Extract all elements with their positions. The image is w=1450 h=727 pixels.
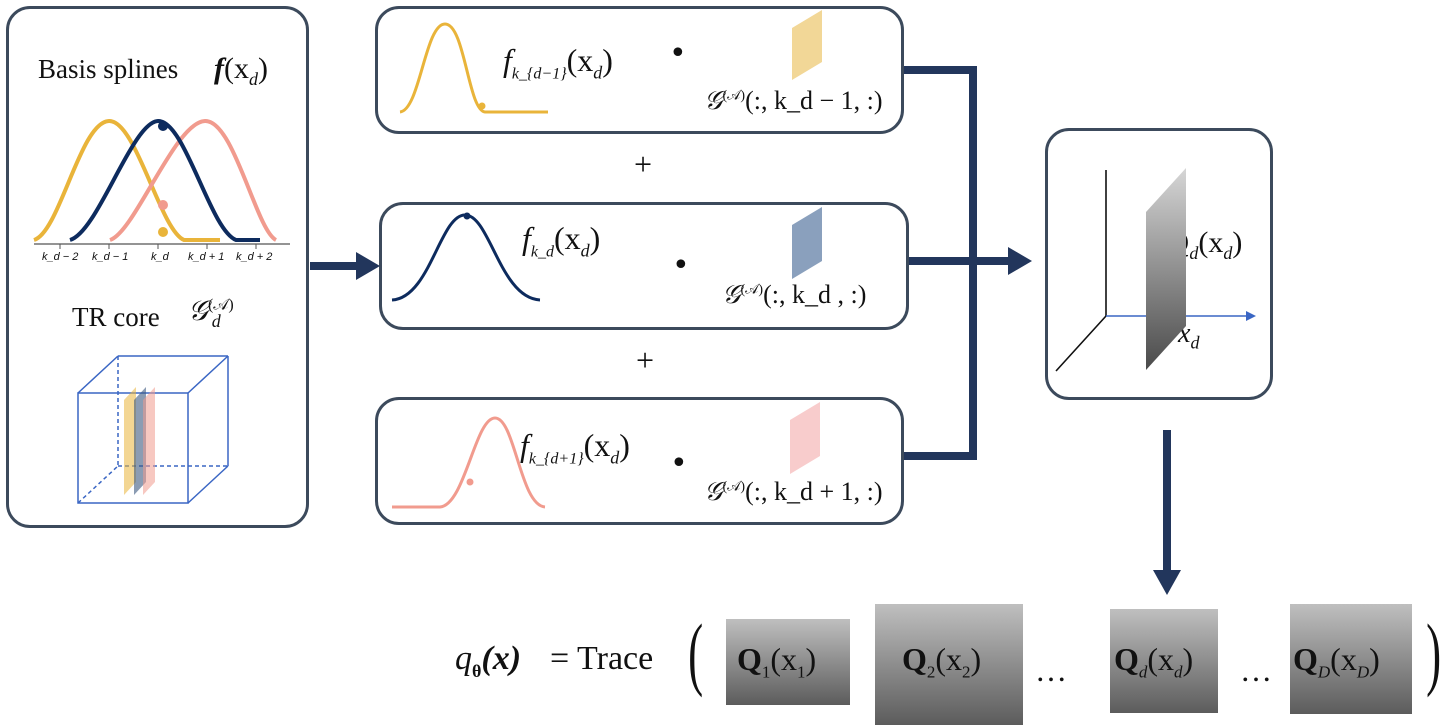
tr-core-label: TR core bbox=[72, 302, 160, 332]
plus-sign-2: + bbox=[636, 342, 655, 378]
arrowhead-left bbox=[356, 252, 380, 280]
matrix-q1 bbox=[726, 619, 850, 705]
equation-lhs: qθ(x) bbox=[455, 640, 522, 681]
arrowhead-slice bbox=[1008, 247, 1032, 275]
tick-label-kp1: k_d + 1 bbox=[188, 251, 225, 263]
spline-point-yellow bbox=[158, 227, 168, 237]
basis-splines-label: Basis splines bbox=[38, 54, 179, 84]
term-prev-point bbox=[478, 102, 486, 110]
spline-point-salmon bbox=[158, 200, 168, 210]
spline-curve-prev bbox=[33, 118, 220, 242]
basis-splines-plot bbox=[33, 118, 290, 249]
slice-plane bbox=[1146, 168, 1186, 370]
tr-core-symbol: 𝒢(𝒜)d bbox=[188, 296, 234, 331]
ellipsis-1: … bbox=[1035, 652, 1067, 688]
matrix-qD-label: QD(xD) bbox=[1293, 641, 1380, 682]
connector-lines bbox=[904, 66, 980, 460]
tick-label-k: k_d bbox=[151, 251, 169, 263]
term-next-dot: • bbox=[670, 446, 688, 481]
plus-sign-1: + bbox=[634, 146, 653, 182]
tick-label-kp2: k_d + 2 bbox=[236, 251, 273, 263]
matrix-qD bbox=[1290, 604, 1412, 714]
spline-point-navy bbox=[158, 121, 168, 131]
ellipsis-2: … bbox=[1240, 652, 1272, 688]
matrix-qd bbox=[1110, 609, 1218, 713]
matrix-qd-label: Qd(xd) bbox=[1114, 641, 1194, 682]
left-paren: ( bbox=[688, 607, 704, 698]
term-prev-core: 𝒢(𝒜)(:, k_d − 1, :) bbox=[704, 86, 883, 115]
term-current-dot: • bbox=[672, 248, 690, 283]
core-slice-yellow bbox=[124, 387, 136, 495]
term-current-slice bbox=[792, 207, 822, 279]
spline-curve-current bbox=[69, 118, 260, 242]
term-prev-curve bbox=[399, 22, 548, 114]
term-next-slice bbox=[790, 402, 820, 474]
matrix-q1-label: Q1(x1) bbox=[737, 641, 817, 682]
basis-panel bbox=[6, 6, 309, 528]
term-current-point bbox=[463, 212, 471, 220]
spline-curve-next bbox=[109, 118, 278, 242]
term-current-function: fk_d(xd) bbox=[522, 220, 601, 261]
core-slice-salmon bbox=[143, 387, 155, 495]
matrix-q2 bbox=[875, 604, 1023, 725]
arrowhead-equation bbox=[1153, 570, 1181, 595]
term-next-point bbox=[466, 478, 474, 486]
tick-label-km2: k_d − 2 bbox=[42, 251, 79, 263]
term-current-core: 𝒢(𝒜)(:, k_d , :) bbox=[722, 280, 867, 309]
slice-axis-x-arrowhead bbox=[1246, 311, 1256, 321]
basis-function-label: f(xd) bbox=[214, 52, 268, 89]
right-paren: ) bbox=[1426, 607, 1442, 698]
term-prev-dot: • bbox=[669, 36, 687, 71]
term-current-curve bbox=[391, 213, 541, 302]
matrix-q2-label: Q2(x2) bbox=[902, 641, 982, 682]
term-next-function: fk_{d+1}(xd) bbox=[520, 427, 630, 468]
term-next-core: 𝒢(𝒜)(:, k_d + 1, :) bbox=[704, 477, 883, 506]
equation-trace: = Trace bbox=[550, 640, 654, 677]
term-prev-slice bbox=[792, 10, 822, 80]
term-next-curve bbox=[392, 416, 546, 509]
term-prev-function: fk_{d−1}(xd) bbox=[503, 42, 613, 83]
tick-label-km1: k_d − 1 bbox=[92, 251, 129, 263]
slice-axis-diagonal bbox=[1055, 315, 1107, 372]
